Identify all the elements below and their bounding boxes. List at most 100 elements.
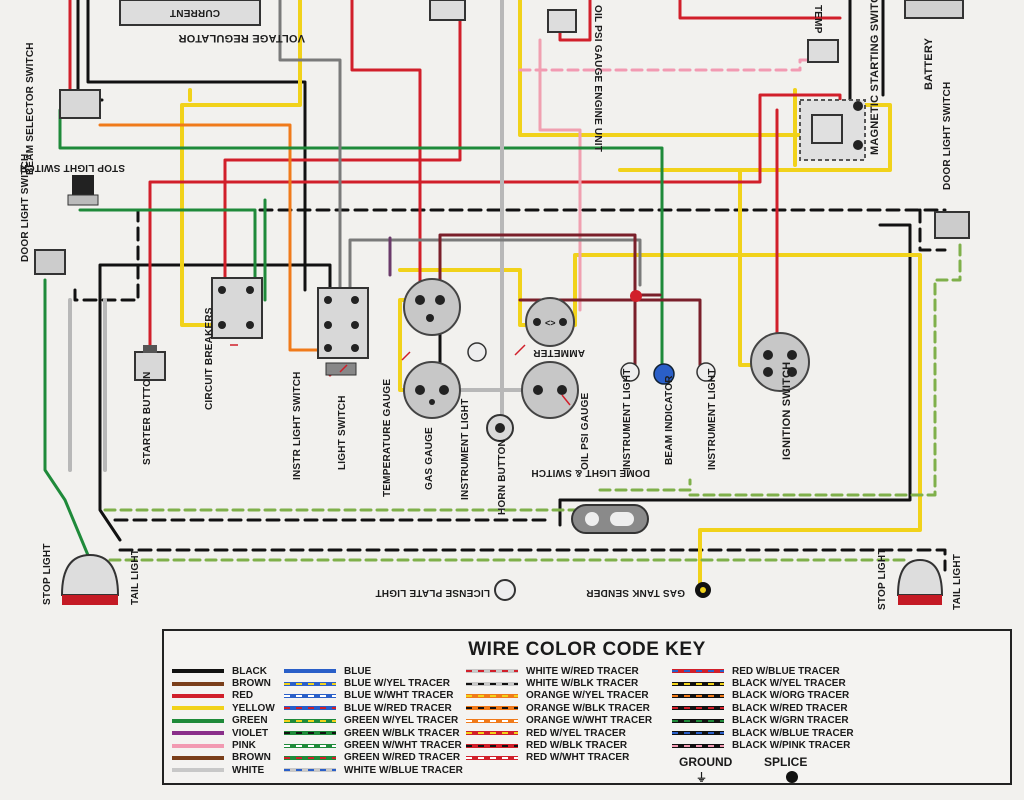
key-row: WHITE W/BLK TRACER <box>466 677 652 689</box>
instr-light-switch-label: INSTR LIGHT SWITCH <box>292 371 303 480</box>
key-color-name: WHITE W/BLK TRACER <box>526 678 639 690</box>
key-color-name: PINK <box>232 740 256 752</box>
color-swatch <box>284 693 336 698</box>
key-color-name: BLUE W/WHT TRACER <box>344 690 454 702</box>
key-color-name: BLACK W/BLUE TRACER <box>732 727 854 739</box>
color-swatch <box>172 743 224 748</box>
key-color-name: RED W/YEL TRACER <box>526 727 626 739</box>
key-color-name: GREEN W/YEL TRACER <box>344 715 459 727</box>
key-color-name: ORANGE W/BLK TRACER <box>526 702 650 714</box>
key-row: ORANGE W/YEL TRACER <box>466 690 652 702</box>
color-swatch <box>172 693 224 698</box>
key-color-name: GREEN W/BLK TRACER <box>344 727 460 739</box>
color-swatch <box>172 718 224 723</box>
color-swatch <box>172 669 224 674</box>
temp-unit-body <box>807 39 839 63</box>
key-color-name: WHITE <box>232 764 265 776</box>
color-swatch <box>284 768 336 773</box>
beam-indicator-label: BEAM INDICATOR <box>664 375 675 465</box>
door-light-switch-right-label: DOOR LIGHT SWITCH <box>942 82 953 190</box>
key-row: BLACK <box>172 665 275 677</box>
ignition-switch-body <box>750 332 810 392</box>
color-swatch <box>466 718 518 723</box>
battery-label: BATTERY <box>923 37 935 90</box>
dome-light-switch-label: DOME LIGHT & SWITCH <box>531 467 650 478</box>
key-row: BLACK W/ORG TRACER <box>672 690 854 702</box>
key-color-name: RED <box>232 690 254 702</box>
key-color-name: BLACK W/PINK TRACER <box>732 740 851 752</box>
instrument-light-bulb-1 <box>467 342 487 362</box>
key-row: GREEN W/RED TRACER <box>284 752 463 764</box>
starter-button-label: STARTER BUTTON <box>142 371 153 465</box>
color-swatch <box>466 681 518 686</box>
color-swatch <box>172 706 224 711</box>
key-row: YELLOW <box>172 702 275 714</box>
key-color-name: VIOLET <box>232 727 269 739</box>
key-color-name: BLUE W/RED TRACER <box>344 702 452 714</box>
key-color-name: BROWN <box>232 752 271 764</box>
magnetic-starting-switch-body <box>799 99 866 161</box>
color-swatch <box>672 718 724 723</box>
key-row: GREEN W/WHT TRACER <box>284 739 463 751</box>
key-color-name: BLACK W/YEL TRACER <box>732 678 846 690</box>
color-swatch <box>172 755 224 760</box>
horn-button-label: HORN BUTTON <box>497 439 508 515</box>
gauge-top-left <box>403 278 461 336</box>
temperature-gauge-label: TEMPERATURE GAUGE <box>382 379 393 497</box>
key-row: WHITE W/RED TRACER <box>466 665 652 677</box>
ground-icon: ⏚ <box>696 772 707 784</box>
orange-wires <box>98 123 322 352</box>
key-row: BROWN <box>172 677 275 689</box>
key-color-name: ORANGE W/WHT TRACER <box>526 715 653 727</box>
color-swatch <box>172 731 224 736</box>
key-row: BLACK W/GRN TRACER <box>672 715 854 727</box>
key-color-name: BLUE <box>344 665 372 677</box>
color-swatch <box>284 731 336 736</box>
starter-button-body <box>134 345 166 381</box>
voltage-regulator-body <box>119 0 261 26</box>
temp-unit-label: TEMP <box>812 5 823 34</box>
color-swatch <box>466 755 518 760</box>
key-row: BROWN <box>172 752 275 764</box>
color-swatch <box>172 768 224 773</box>
key-color-name: BLUE W/YEL TRACER <box>344 678 450 690</box>
instrument-light-3-label: INSTRUMENT LIGHT <box>707 368 718 470</box>
key-color-name: RED W/WHT TRACER <box>526 752 630 764</box>
dome-light-body <box>571 504 649 534</box>
instrument-light-bulb-2 <box>620 362 640 382</box>
top-unit-body <box>429 0 466 21</box>
key-row: WHITE W/BLUE TRACER <box>284 764 463 776</box>
stop-tail-light-right <box>896 558 944 605</box>
key-title: WIRE COLOR CODE KEY <box>468 639 706 660</box>
instrument-light-2-label: INSTRUMENT LIGHT <box>622 368 633 470</box>
key-row: RED W/BLUE TRACER <box>672 665 854 677</box>
license-plate-light-label: LICENSE PLATE LIGHT <box>375 587 490 598</box>
gray-wires <box>278 0 642 292</box>
gas-tank-sender-body <box>695 582 711 598</box>
battery-body <box>904 0 964 19</box>
instrument-light-bulb-3 <box>696 362 716 382</box>
key-row: BLACK W/YEL TRACER <box>672 677 854 689</box>
splice-icon <box>786 771 798 783</box>
key-color-name: RED W/BLK TRACER <box>526 740 628 752</box>
key-color-name: GREEN W/WHT TRACER <box>344 740 462 752</box>
beam-indicator-bulb <box>653 363 675 385</box>
key-color-name: BROWN <box>232 678 271 690</box>
color-swatch <box>466 731 518 736</box>
key-row: BLUE W/YEL TRACER <box>284 677 463 689</box>
key-row: BLACK W/BLUE TRACER <box>672 727 854 739</box>
splice-label: SPLICE <box>764 755 808 769</box>
ground-label: GROUND <box>679 755 733 769</box>
key-row: WHITE <box>172 764 275 776</box>
light-switch-label: LIGHT SWITCH <box>337 395 348 470</box>
key-row: GREEN W/BLK TRACER <box>284 727 463 739</box>
stop-light-switch-label: STOP LIGHT SWITCH <box>20 162 125 173</box>
key-row: RED <box>172 690 275 702</box>
key-row: RED W/BLK TRACER <box>466 739 652 751</box>
door-light-switch-right-body <box>934 211 970 239</box>
